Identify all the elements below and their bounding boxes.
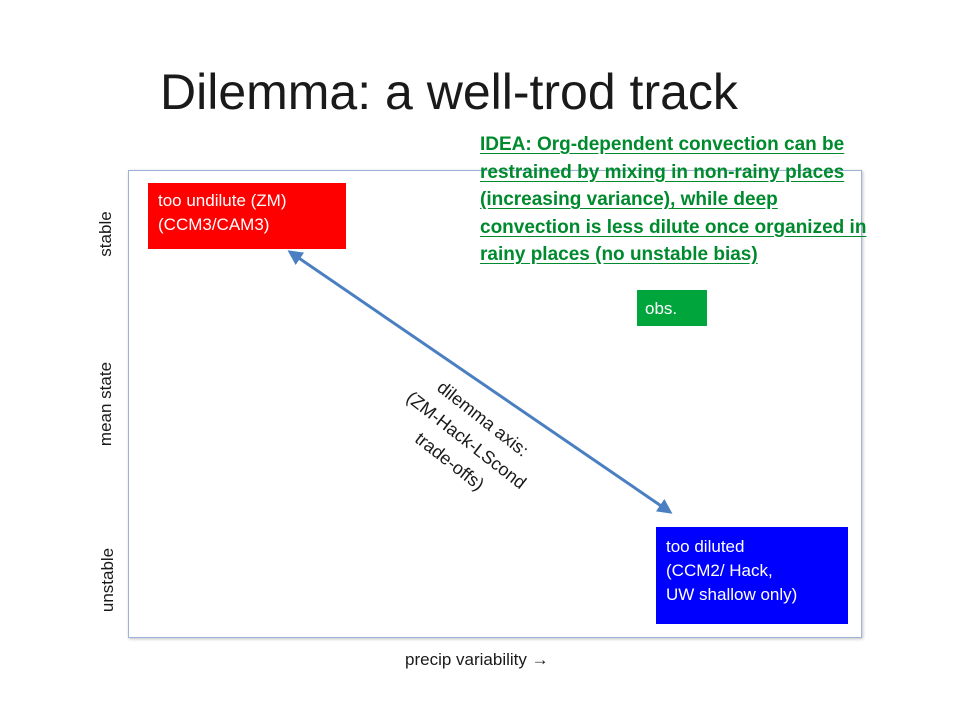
obs-box: obs.	[637, 290, 707, 326]
diluted-box-line1: too diluted	[666, 537, 745, 556]
y-label-unstable: unstable	[98, 547, 117, 613]
diagram-frame	[128, 170, 862, 638]
undilute-box-line1: too undilute (ZM)	[158, 191, 287, 210]
idea-line-5: rainy places (no unstable bias)	[480, 244, 758, 265]
diluted-box-line3: UW shallow only)	[666, 585, 798, 604]
idea-text: IDEA: Org-dependent convection can be re…	[480, 131, 950, 269]
idea-line-4: convection is less dilute once organized…	[480, 216, 867, 238]
undilute-box-line2: (CCM3/CAM3)	[158, 215, 270, 234]
y-label-stable: stable	[96, 211, 115, 257]
diluted-box: too diluted (CCM2/ Hack, UW shallow only…	[656, 527, 848, 624]
idea-line-2: restrained by mixing in non-rainy places	[480, 161, 845, 183]
slide-title: Dilemma: a well-trod track	[160, 64, 738, 120]
diluted-box-line2: (CCM2/ Hack,	[666, 561, 773, 580]
idea-line-1: IDEA: Org-dependent convection can be	[480, 134, 845, 155]
idea-line-3: (increasing variance), while deep	[480, 189, 778, 210]
x-axis-label: precip variability →	[405, 650, 549, 669]
y-label-mean-state: mean state	[96, 361, 115, 447]
undilute-box: too undilute (ZM) (CCM3/CAM3)	[148, 183, 346, 249]
obs-label: obs.	[645, 299, 678, 318]
